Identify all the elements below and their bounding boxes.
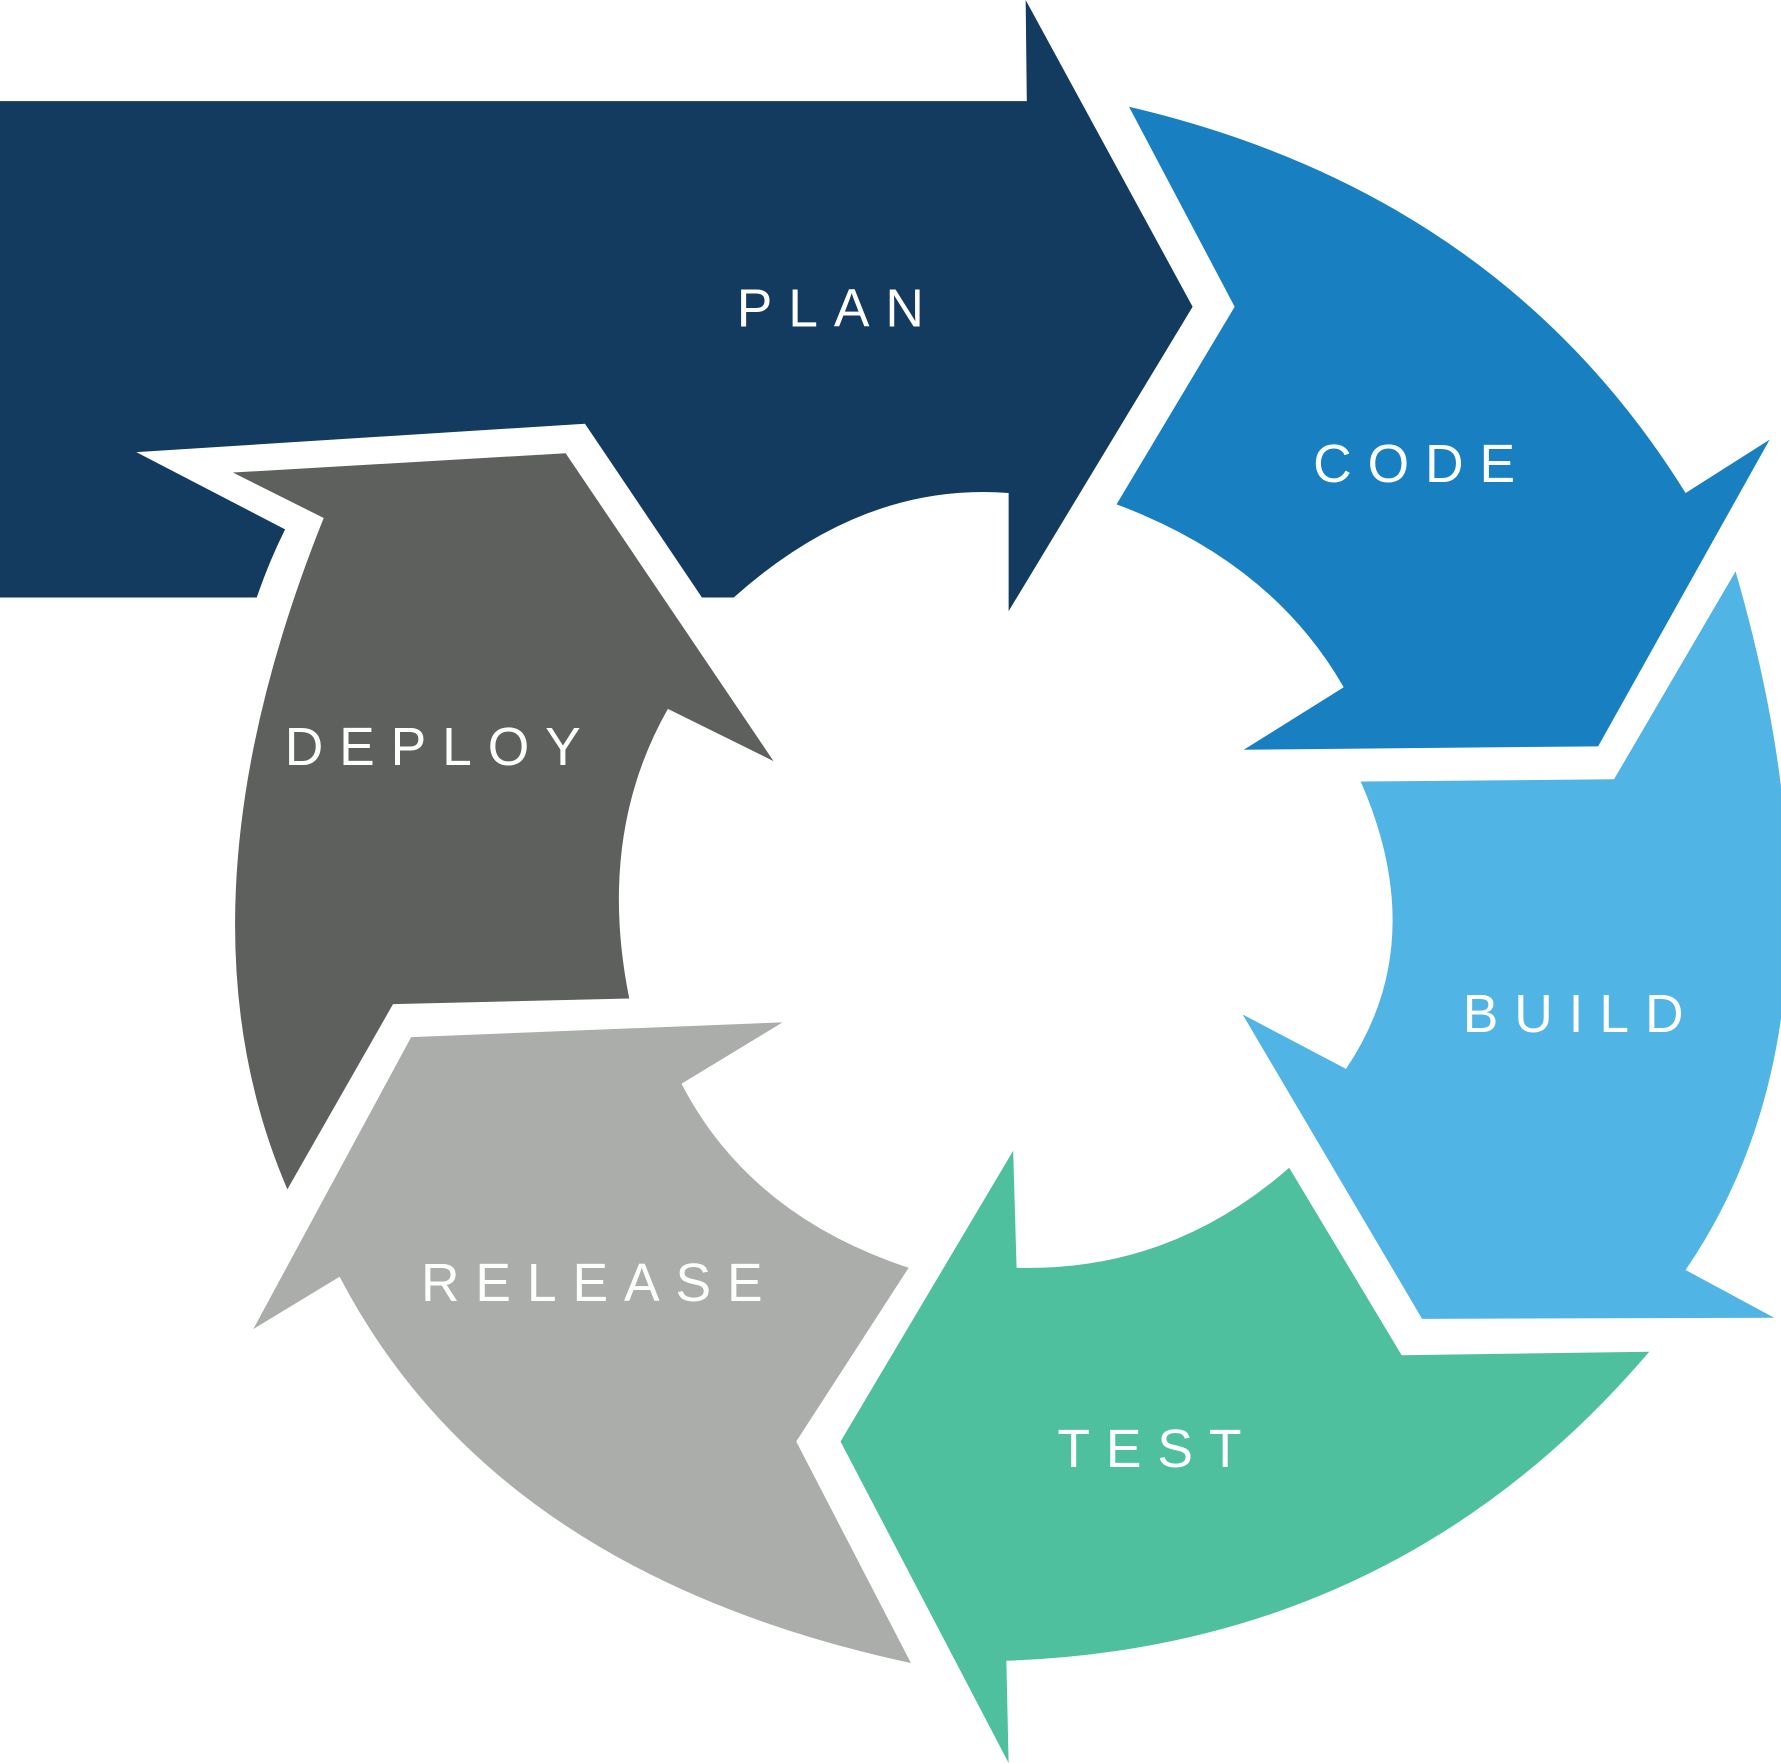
deploy-arrow (232, 453, 774, 1190)
stage-code: CODE (1116, 106, 1770, 750)
stage-build: BUILD (1242, 571, 1781, 1319)
test-label: TEST (1057, 1420, 1257, 1479)
stage-deploy: DEPLOY (232, 453, 774, 1190)
plan-arrow (0, 0, 1193, 612)
code-label: CODE (1313, 435, 1531, 494)
build-label: BUILD (1463, 985, 1700, 1044)
build-arrow (1242, 571, 1781, 1319)
code-arrow (1116, 106, 1770, 750)
release-label: RELEASE (421, 1254, 779, 1313)
deploy-label: DEPLOY (285, 718, 597, 777)
stage-release: RELEASE (253, 1022, 911, 1664)
test-arrow (840, 1150, 1650, 1763)
plan-label: PLAN (737, 279, 940, 338)
stage-plan: PLAN (0, 0, 1193, 612)
stage-test: TEST (840, 1150, 1650, 1763)
release-arrow (253, 1022, 911, 1664)
